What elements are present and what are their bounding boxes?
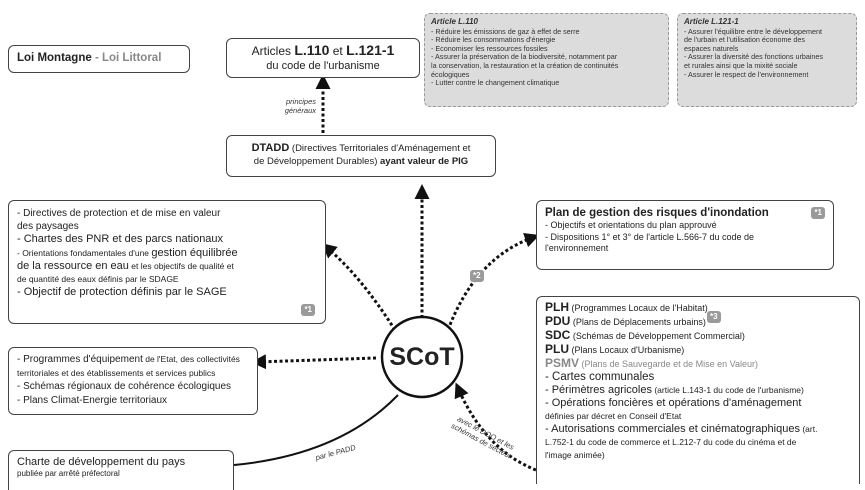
articles-line2: du code de l'urbanisme — [266, 60, 380, 72]
programmes-line: territoriales et des établissements et s… — [17, 367, 216, 378]
article-l110-title: Article L.110 — [431, 17, 478, 26]
doc-line: - Autorisations commerciales et cinémato… — [545, 423, 800, 435]
doc-abbr: PLU — [545, 342, 569, 356]
doc-abbr: PDU — [545, 314, 571, 328]
arrow-scot-plan-risques — [446, 232, 540, 331]
directives-line: - Chartes des PNR et des parcs nationaux — [17, 233, 224, 246]
article-l110-line: - Lutter contre le changement climatique — [431, 78, 560, 88]
programmes-equipement: - Programmes d'équipement — [17, 354, 143, 365]
badge-documents: *3 — [707, 311, 721, 323]
doc-line: définies par décret en Conseil d'Etat — [545, 411, 682, 421]
directives-line: - Directives de protection et de mise en… — [17, 208, 221, 219]
article-l121-box: Article L.121-1 - Assurer l'équilibre en… — [677, 13, 857, 107]
doc-item: PLH (Programmes Locaux de l'Habitat) — [545, 301, 851, 315]
dtadd-line1: (Directives Territoriales d'Aménagement … — [289, 143, 471, 154]
article-l110-line: écologiques — [431, 69, 470, 79]
arrow-docs-scot — [454, 382, 537, 472]
article-l110-line: - Economiser les ressources fossiles — [431, 43, 548, 53]
doc-line: L.752-1 du code de commerce et L.212-7 d… — [545, 437, 797, 447]
loi-sep: - — [91, 52, 102, 64]
plan-risques-line: - Objectifs et orientations du plan appr… — [545, 220, 717, 230]
articles-mid: et — [329, 44, 347, 58]
programmes-box: - Programmes d'équipement de l'Etat, des… — [8, 347, 258, 415]
doc-line: - Périmètres agricoles — [545, 384, 652, 396]
article-l121-line: - Assurer le respect de l'environnement — [684, 69, 809, 79]
arrow-scot-directives — [321, 243, 397, 331]
programmes-line: de l'Etat, des collectivités — [142, 354, 240, 364]
directives-line: - Orientations fondamentales d'une — [17, 247, 152, 258]
doc-desc: (Plans de Déplacements urbains) — [570, 317, 706, 327]
scot-label: SCoT — [389, 343, 455, 371]
charte-box: Charte de développement du pays publiée … — [8, 450, 234, 490]
directives-line: de quantité des eaux définis par le SDAG… — [17, 274, 179, 285]
directives-ressource: de la ressource en eau — [17, 259, 129, 272]
doc-item: SDC (Schémas de Développement Commercial… — [545, 329, 851, 343]
article-l110-line: - Réduire les émissions de gaz à effet d… — [431, 26, 580, 36]
doc-desc: (Plans Locaux d'Urbanisme) — [569, 345, 685, 355]
plan-risques-box: Plan de gestion des risques d'inondation… — [536, 200, 834, 270]
article-l121-line: - Assurer la diversité des fonctions urb… — [684, 52, 824, 62]
charte-title: Charte de développement du pays — [17, 456, 186, 468]
doc-line-small: (article L.143-1 du code de l'urbanisme) — [651, 385, 804, 395]
article-l110-line: - Réduire les consommations d'énergie — [431, 35, 556, 45]
plan-risques-line: l'environnement — [545, 243, 609, 253]
doc-item: PLU (Plans Locaux d'Urbanisme) — [545, 343, 851, 357]
articles-box: Articles L.110 et L.121-1 du code de l'u… — [226, 38, 420, 78]
articles-pre: Articles — [251, 44, 295, 58]
article-l121-line: de l'urbain et l'utilisation économe des — [684, 35, 806, 45]
doc-line-small: (art. — [799, 424, 818, 434]
badge-directives: *1 — [301, 304, 315, 316]
charte-sub: publiée par arrêté préfectoral — [17, 469, 120, 478]
plan-risques-line: - Dispositions 1° et 3° de l'article L.5… — [545, 231, 755, 242]
articles-l110: L.110 — [294, 42, 330, 58]
doc-line: - Cartes communales — [545, 371, 655, 383]
dtadd-pig: ayant valeur de PIG — [380, 156, 469, 167]
articles-l121: L.121-1 — [346, 42, 395, 58]
article-l121-title: Article L.121-1 — [684, 17, 739, 26]
directives-line: et les objectifs de qualité et — [128, 260, 234, 271]
article-l121-line: espaces naturels — [684, 43, 739, 53]
directives-box: - Directives de protection et de mise en… — [8, 200, 326, 324]
directives-line: des paysages — [17, 221, 79, 233]
badge-plan-risques: *1 — [811, 207, 825, 219]
doc-line: l'image animée) — [545, 450, 605, 460]
badge-2: *2 — [470, 270, 484, 282]
doc-item: PSMV (Plans de Sauvegarde et de Mise en … — [545, 357, 851, 371]
dtadd-line2a: de Développement Durables) — [253, 156, 381, 167]
arrow-scot-programmes — [251, 354, 377, 370]
directives-line: - Objectif de protection définis par le … — [17, 286, 227, 299]
doc-desc: (Schémas de Développement Commercial) — [570, 331, 745, 341]
article-l110-line: la conservation, la restauration et la c… — [431, 60, 619, 70]
doc-abbr: PLH — [545, 300, 569, 314]
doc-abbr: SDC — [545, 328, 571, 342]
article-l110-box: Article L.110 - Réduire les émissions de… — [424, 13, 669, 107]
article-l121-line: - Assurer l'équilibre entre le développe… — [684, 26, 823, 36]
doc-desc: (Plans de Sauvegarde et de Mise en Valeu… — [579, 359, 758, 369]
line-scot-charte — [233, 394, 399, 466]
article-l110-line: - Assurer la préservation de la biodiver… — [431, 52, 618, 62]
doc-desc: (Programmes Locaux de l'Habitat) — [569, 303, 708, 313]
documents-box: PLH (Programmes Locaux de l'Habitat) PDU… — [536, 296, 860, 484]
directives-gestion: gestion équilibrée — [151, 246, 238, 259]
doc-line: - Opérations foncières et opérations d'a… — [545, 397, 802, 409]
article-l121-line: et rurales ainsi que la mixité sociale — [684, 60, 798, 70]
programmes-line: - Schémas régionaux de cohérence écologi… — [17, 381, 232, 392]
dtadd-abbr: DTADD — [251, 142, 290, 154]
doc-item: PDU (Plans de Déplacements urbains) — [545, 315, 851, 329]
loi-box: Loi Montagne - Loi Littoral — [8, 45, 190, 73]
plan-risques-title: Plan de gestion des risques d'inondation — [545, 207, 769, 219]
dtadd-box: DTADD (Directives Territoriales d'Aménag… — [226, 135, 496, 177]
programmes-line: - Plans Climat-Energie territoriaux — [17, 394, 168, 406]
loi-littoral: Loi Littoral — [101, 52, 162, 64]
scot-circle — [380, 315, 464, 399]
loi-montagne: Loi Montagne — [17, 52, 92, 64]
doc-abbr: PSMV — [545, 356, 580, 370]
